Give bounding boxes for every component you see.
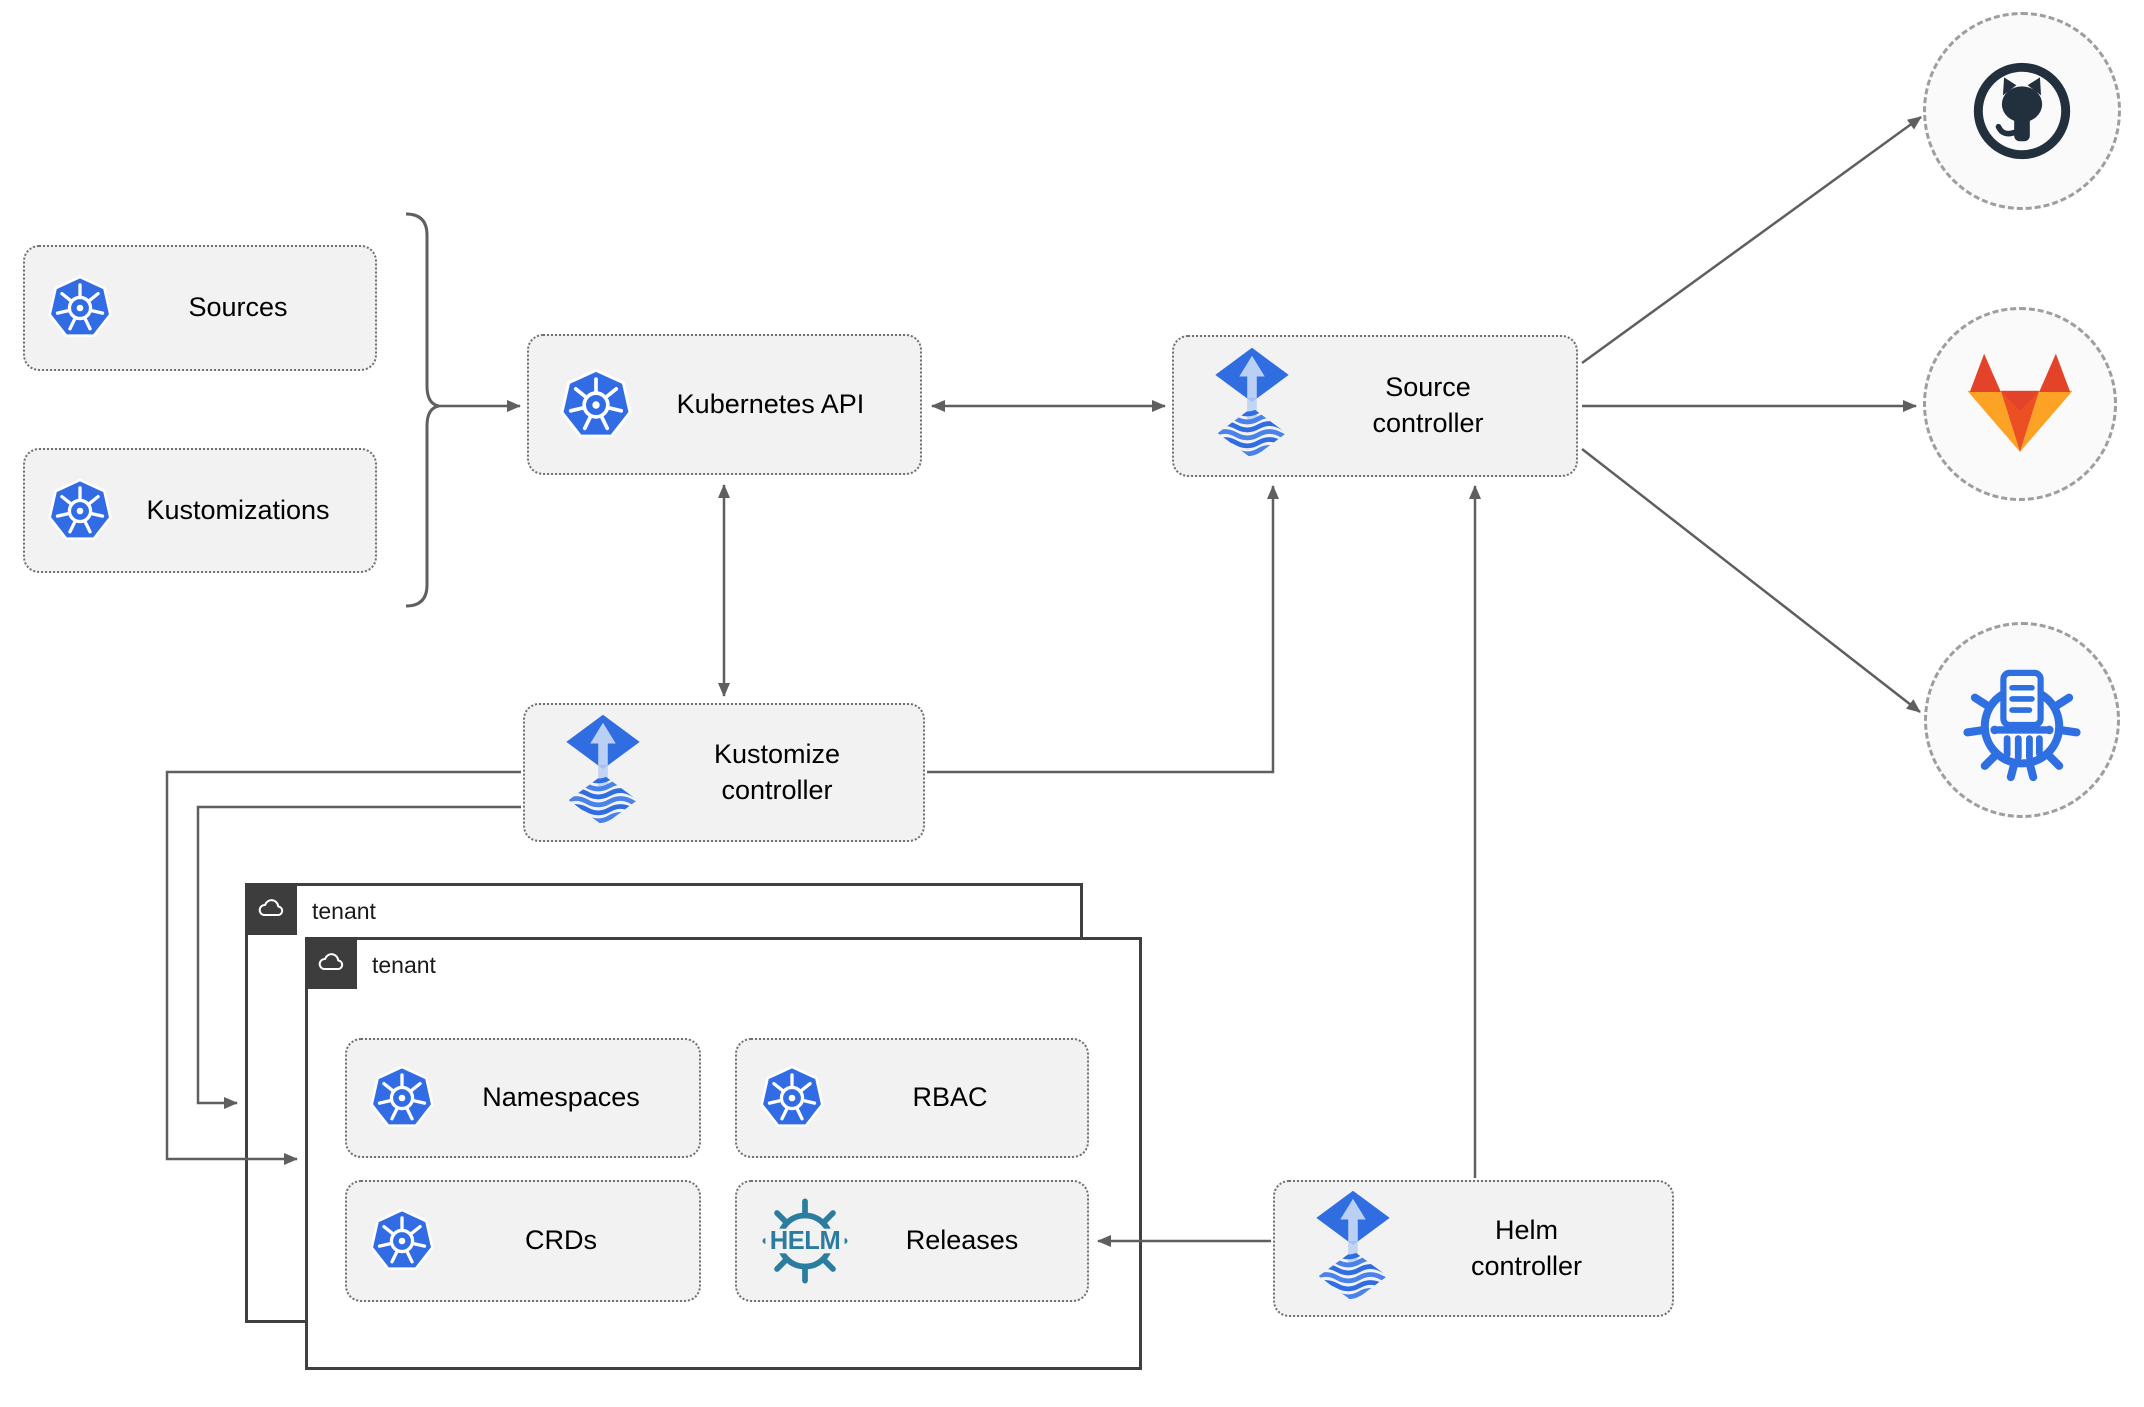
edge-source-github [1581,115,1922,365]
kubernetes-icon [47,275,113,341]
edge-kustomize-source [927,485,1279,774]
node-crds-label: CRDs [525,1225,597,1256]
node-kustomize-controller-label: Kustomize controller [713,738,841,805]
flux-icon [563,714,643,832]
github-icon [1966,55,2078,167]
kubernetes-icon [369,1208,435,1274]
node-source-controller-label: Source controller [1372,372,1484,438]
flux-icon [1313,1190,1393,1308]
chartmuseum-repository-node [1924,622,2120,818]
node-helm-controller-label: Helm controller [1470,1214,1583,1281]
node-releases-label: Releases [905,1225,1019,1256]
tenant-tab [305,937,357,989]
node-helm-controller: Helm controller [1273,1180,1674,1317]
node-releases: Releases [735,1180,1089,1302]
cloud-icon [255,893,287,925]
github-repository-node [1923,12,2121,210]
brace-sources-group [405,212,440,608]
edge-source-chartmuseum [1581,448,1921,713]
node-kustomize-controller: Kustomize controller [523,703,925,842]
tenant-label: tenant [372,952,436,978]
chartmuseum-icon [1960,658,2084,782]
node-rbac: RBAC [735,1038,1089,1158]
node-kubernetes-api: Kubernetes API [527,334,922,475]
tenant-label: tenant [312,898,376,924]
node-namespaces: Namespaces [345,1038,701,1158]
kubernetes-icon [559,368,633,442]
kubernetes-icon [369,1065,435,1131]
node-source-controller: Source controller [1172,335,1578,477]
node-namespaces-label: Namespaces [482,1082,640,1113]
helm-wheel-icon [761,1197,849,1285]
node-kustomizations: Kustomizations [23,448,377,573]
node-rbac-label: RBAC [912,1082,988,1113]
kubernetes-icon [47,478,113,544]
node-sources: Sources [23,245,377,371]
gitlab-repository-node [1923,307,2117,501]
kubernetes-icon [759,1065,825,1131]
node-kustomizations-label: Kustomizations [146,494,330,525]
tenant-tab [245,883,297,935]
cloud-icon [315,947,347,979]
node-kubernetes-api-label: Kubernetes API [676,388,865,419]
node-crds: CRDs [345,1180,701,1302]
node-sources-label: Sources [188,292,288,323]
gitlab-icon [1960,349,2080,459]
flux-icon [1212,347,1292,465]
